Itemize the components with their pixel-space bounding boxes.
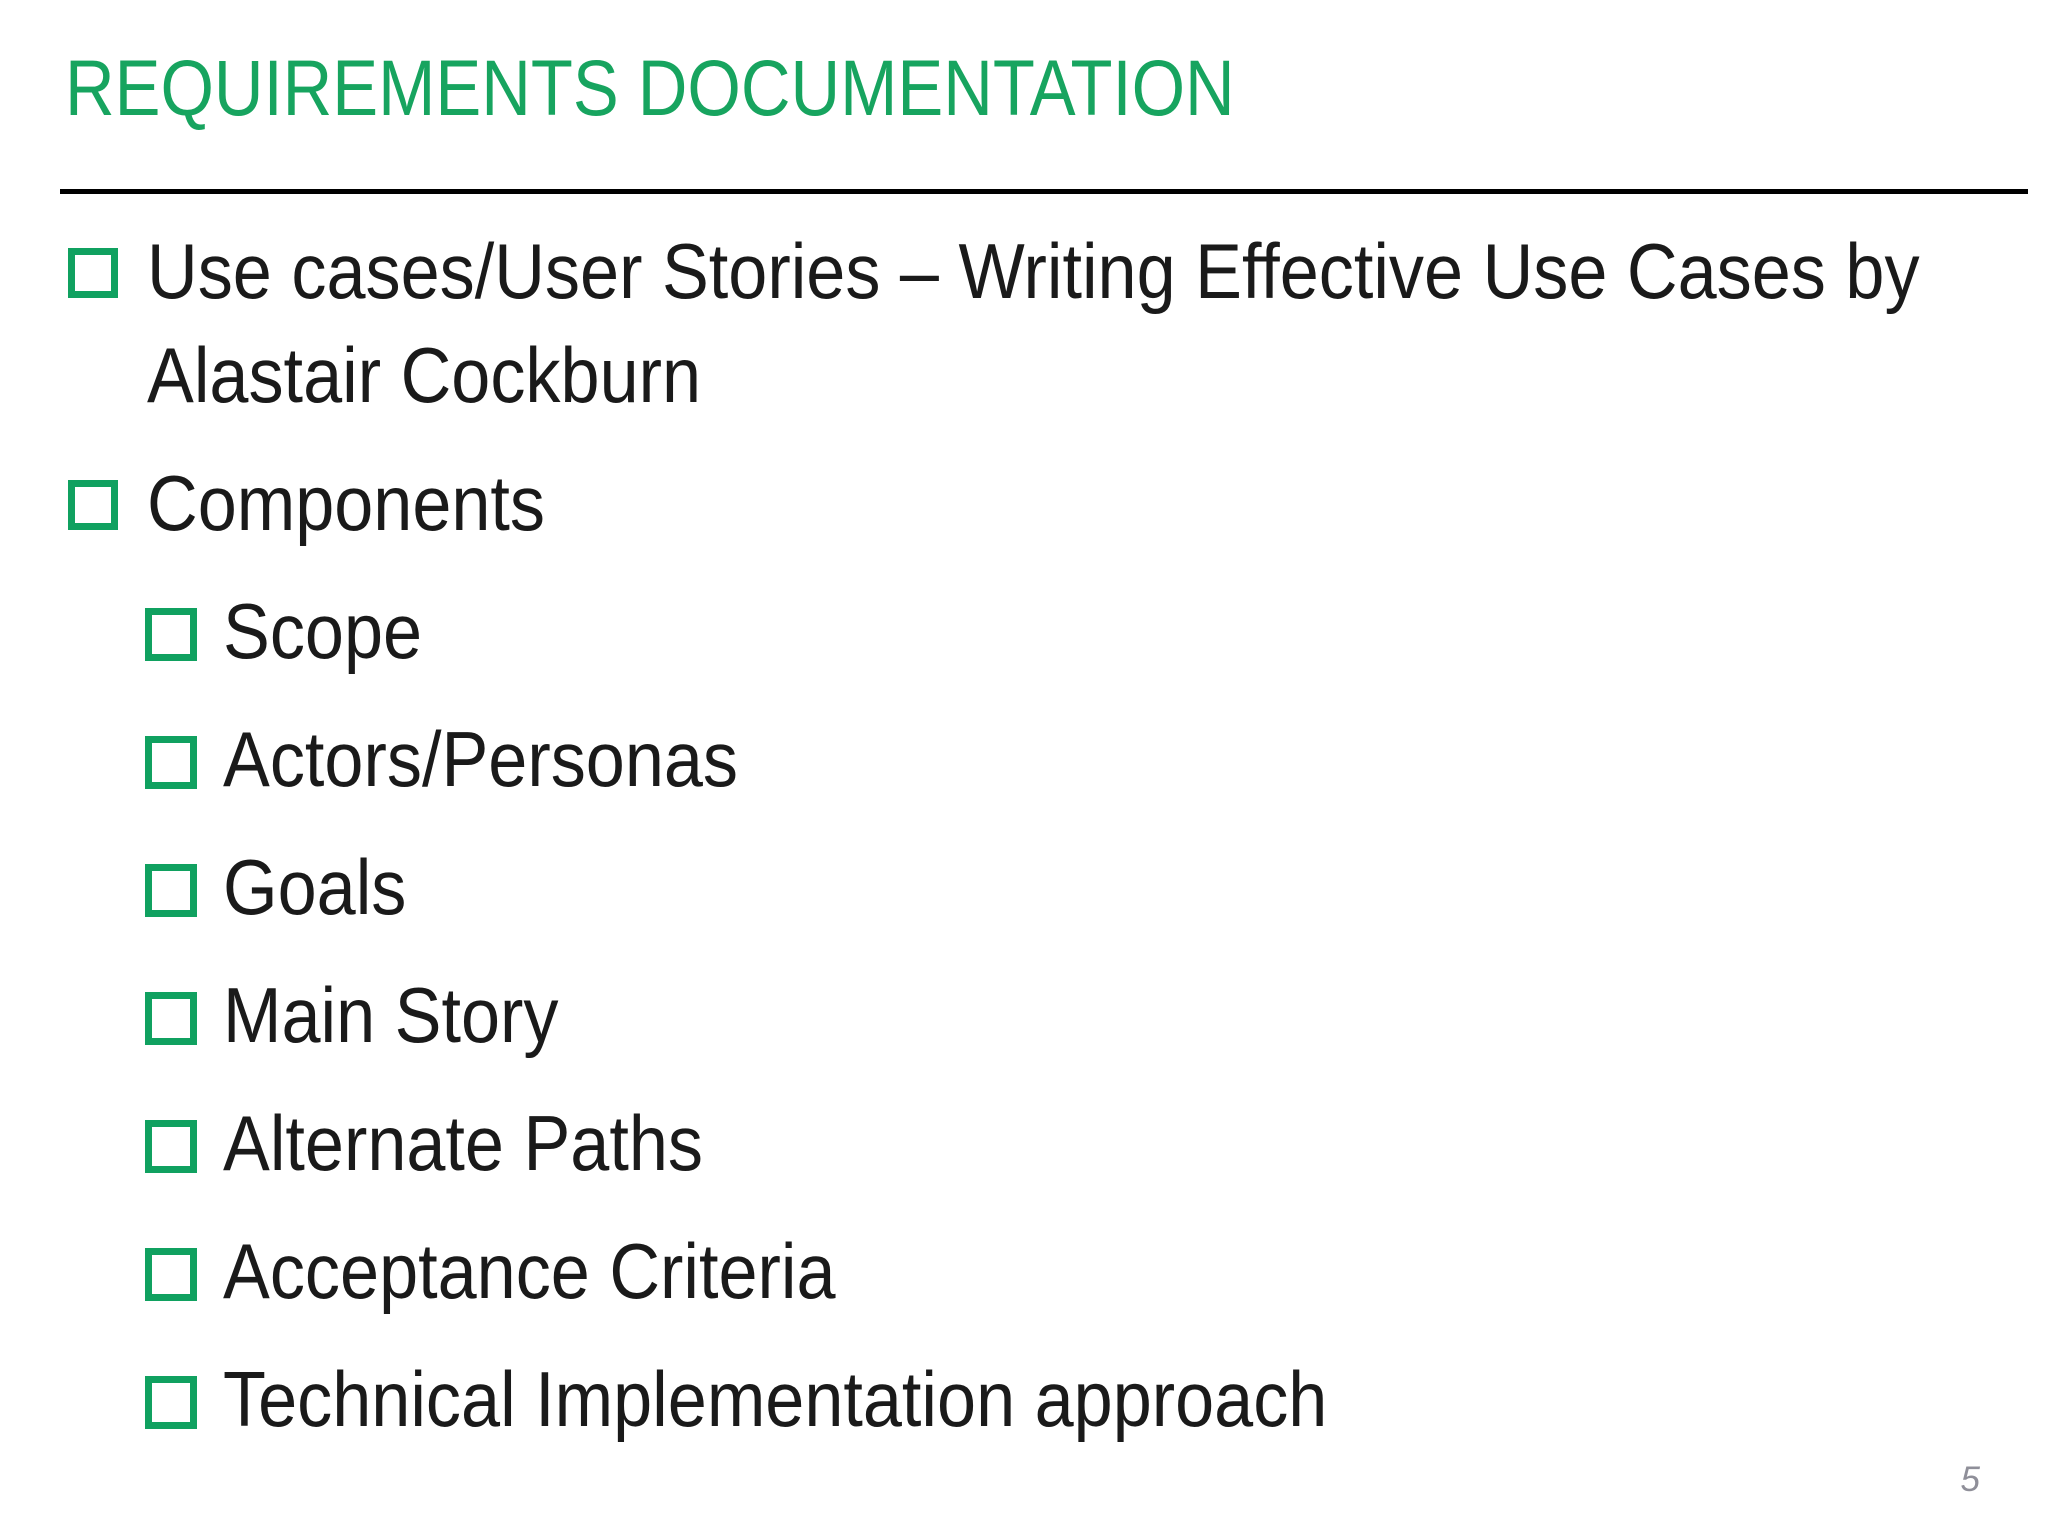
checkbox-bullet-icon xyxy=(145,992,197,1045)
title-divider xyxy=(60,189,2028,194)
list-item-text: Main Story xyxy=(223,963,559,1067)
checkbox-bullet-icon xyxy=(68,480,118,530)
list-item-line: Main Story xyxy=(223,971,559,1059)
list-item: Components xyxy=(60,451,2028,555)
list-item-line: Use cases/User Stories – Writing Effecti… xyxy=(147,227,1920,315)
list-item: Alternate Paths xyxy=(60,1091,2028,1195)
list-item-text: Use cases/User Stories – Writing Effecti… xyxy=(147,219,1920,427)
list-item-text: Components xyxy=(147,451,545,555)
list-item: Technical Implementation approach xyxy=(60,1347,2028,1451)
list-item-line: Alternate Paths xyxy=(223,1099,703,1187)
checkbox-bullet-icon xyxy=(145,1376,197,1429)
page-title: REQUIREMENTS DOCUMENTATION xyxy=(65,43,1235,132)
list-item: Goals xyxy=(60,835,2028,939)
list-item-text: Scope xyxy=(223,579,422,683)
list-item-line: Goals xyxy=(223,843,407,931)
list-item-text: Acceptance Criteria xyxy=(223,1219,836,1323)
list-item-line: Components xyxy=(147,459,546,547)
page-number: 5 xyxy=(1960,1460,1980,1499)
list-item-text: Actors/Personas xyxy=(223,707,738,811)
list-item-line: Actors/Personas xyxy=(223,715,739,803)
list-item-line: Alastair Cockburn xyxy=(147,331,702,419)
checkbox-bullet-icon xyxy=(145,608,197,661)
list-item: Acceptance Criteria xyxy=(60,1219,2028,1323)
list-item-line: Acceptance Criteria xyxy=(223,1227,836,1315)
list-item: Actors/Personas xyxy=(60,707,2028,811)
bullet-list: Use cases/User Stories – Writing Effecti… xyxy=(60,194,2028,1451)
checkbox-bullet-icon xyxy=(68,248,118,298)
list-item-line: Technical Implementation approach xyxy=(223,1355,1328,1443)
list-item-text: Alternate Paths xyxy=(223,1091,703,1195)
list-item-line: Scope xyxy=(223,587,423,675)
list-item: Use cases/User Stories – Writing Effecti… xyxy=(60,219,2028,427)
checkbox-bullet-icon xyxy=(145,864,197,917)
list-item-text: Goals xyxy=(223,835,406,939)
checkbox-bullet-icon xyxy=(145,1248,197,1301)
list-item: Scope xyxy=(60,579,2028,683)
checkbox-bullet-icon xyxy=(145,1120,197,1173)
list-item-text: Technical Implementation approach xyxy=(223,1347,1327,1451)
checkbox-bullet-icon xyxy=(145,736,197,789)
list-item: Main Story xyxy=(60,963,2028,1067)
